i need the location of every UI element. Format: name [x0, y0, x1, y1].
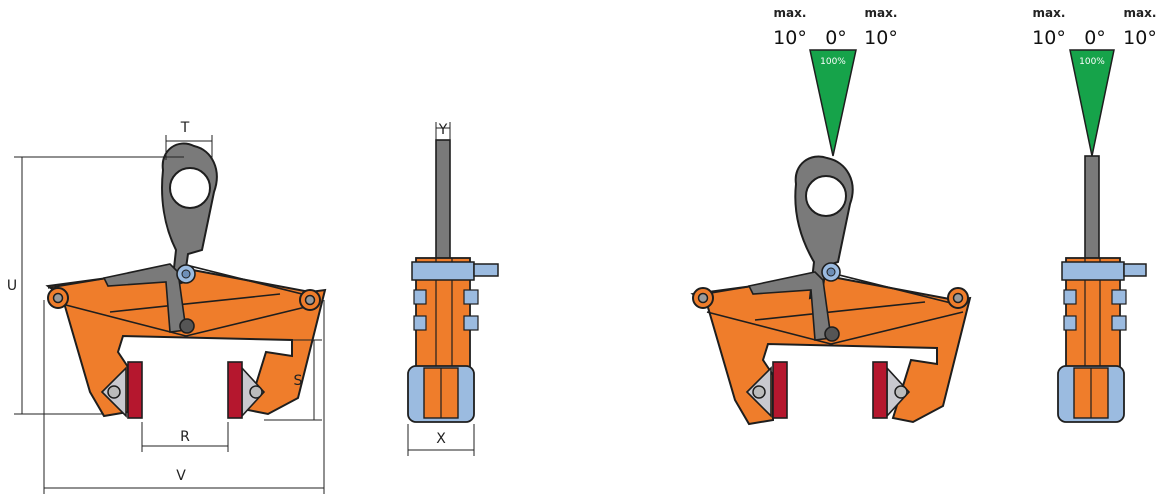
lower-pivot [179, 318, 195, 334]
lever-arm [747, 271, 832, 341]
pivot-bolt [304, 294, 316, 306]
dimension-lines [14, 135, 325, 494]
shackle-side [1084, 155, 1100, 269]
center-bolt [826, 267, 836, 277]
max-label-right: max. [865, 6, 898, 20]
side-bolt [413, 289, 427, 305]
dimension-label-s: S [294, 373, 303, 389]
side-bolt [1111, 315, 1127, 331]
dimension-label-t: T [180, 120, 190, 136]
capacity-label: 100% [1079, 57, 1105, 67]
jaw-bolt [894, 385, 908, 399]
clamp-body [690, 274, 972, 426]
pivot-bolt [952, 292, 964, 304]
angle-right: 10° [1123, 27, 1157, 49]
side-bolt [1123, 263, 1147, 277]
angle-center: 0° [825, 27, 847, 49]
clamp-front-view-dimensioned: T U S R V [7, 120, 327, 494]
dimension-lines [407, 122, 475, 456]
lever-arm [102, 263, 187, 333]
dimension-label-y: Y [438, 122, 448, 138]
angle-cone [1069, 49, 1115, 157]
gripping-pad-left [772, 361, 788, 419]
angle-cone [809, 49, 857, 157]
shackle-eye [169, 167, 211, 209]
clamp-front-view-angled: 100% max. 10° 0° max. 10° [690, 6, 972, 426]
dimension-label-u: U [7, 278, 17, 294]
gripping-pad-left [127, 361, 143, 419]
shackle-eye [805, 175, 847, 217]
side-bolt [463, 315, 479, 331]
gripping-pad-right [227, 361, 243, 419]
jaw-bolt [107, 385, 121, 399]
lower-pivot [824, 326, 840, 342]
angle-left: 10° [1032, 27, 1066, 49]
side-bolt [1111, 289, 1127, 305]
clamp-body [45, 266, 327, 418]
dimension-label-v: V [176, 468, 186, 484]
jaw-bolt [249, 385, 263, 399]
angle-center: 0° [1084, 27, 1106, 49]
side-bolt [1063, 315, 1077, 331]
angle-left: 10° [773, 27, 807, 49]
jaw-bolt [752, 385, 766, 399]
max-label-left: max. [1033, 6, 1066, 20]
side-bolt [463, 289, 479, 305]
side-bolt [413, 315, 427, 331]
side-bolt [1061, 261, 1125, 281]
max-label-left: max. [774, 6, 807, 20]
gripping-pad-right [872, 361, 888, 419]
clamp-side-view-dimensioned: Y X [407, 122, 499, 456]
pivot-bolt [697, 292, 709, 304]
dimension-label-x: X [436, 431, 446, 447]
side-bolt [1063, 289, 1077, 305]
side-bolt [473, 263, 499, 277]
angle-right: 10° [864, 27, 898, 49]
pivot-bolt [52, 292, 64, 304]
capacity-label: 100% [820, 57, 846, 67]
max-label-right: max. [1124, 6, 1157, 20]
shackle-side [435, 139, 451, 269]
side-bolt [411, 261, 475, 281]
dimension-label-r: R [180, 429, 190, 445]
clamp-side-view-angled: 100% max. 10° 0° max. 10° [1032, 6, 1157, 423]
center-bolt [181, 269, 191, 279]
